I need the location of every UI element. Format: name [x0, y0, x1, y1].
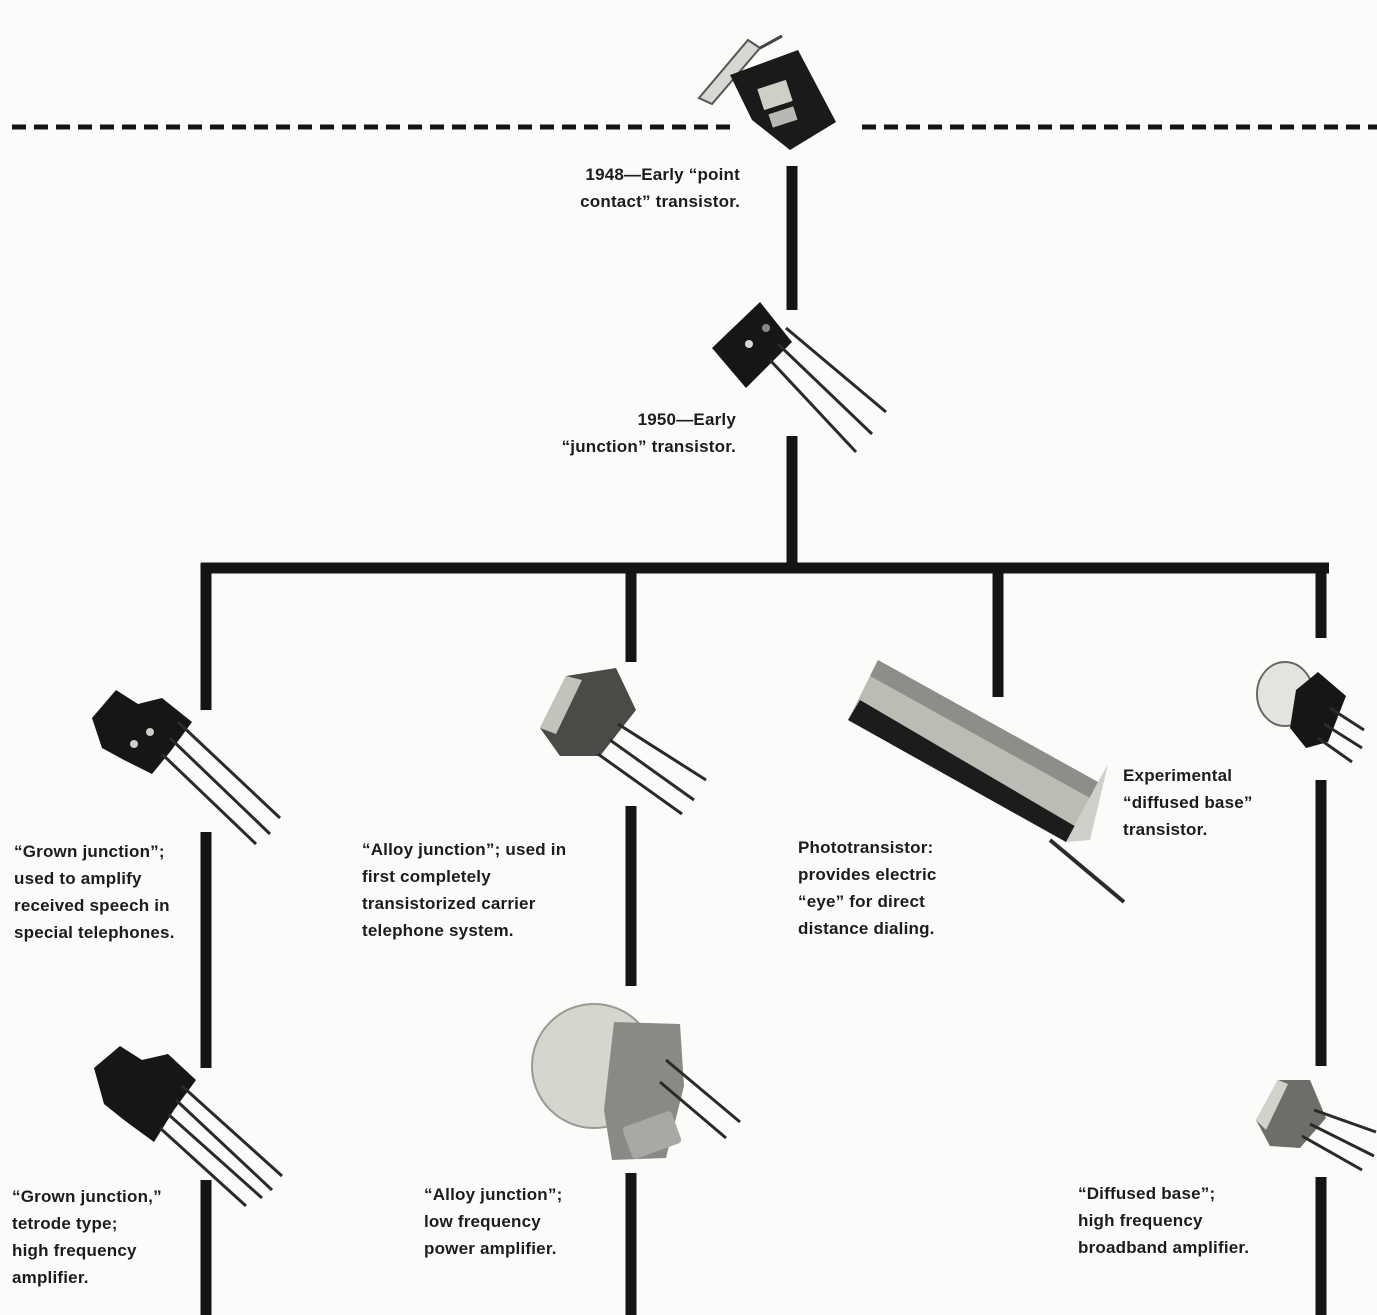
junction-transistor-icon	[712, 302, 887, 454]
grown-junction-transistor-icon	[92, 690, 282, 846]
point-contact-transistor-icon	[697, 34, 836, 150]
caption-phototransistor: Phototransistor: provides electric “eye”…	[798, 838, 937, 938]
caption-alloy-junction-power: “Alloy junction”; low frequency power am…	[424, 1185, 563, 1258]
caption-early-junction: 1950—Early “junction” transistor.	[561, 410, 736, 456]
caption-alloy-junction: “Alloy junction”; used in first complete…	[362, 840, 567, 940]
tetrode-transistor-icon	[94, 1046, 284, 1208]
caption-point-contact: 1948—Early “point contact” transistor.	[580, 165, 740, 211]
caption-experimental-diffused: Experimental “diffused base” transistor.	[1123, 766, 1253, 839]
caption-diffused-base-broadband: “Diffused base”; high frequency broadban…	[1078, 1184, 1250, 1257]
power-transistor-icon	[531, 1003, 741, 1160]
caption-grown-junction-tetrode: “Grown junction,” tetrode type; high fre…	[12, 1187, 162, 1287]
phototransistor-icon	[848, 660, 1126, 904]
diffused-base-transistor-icon	[1256, 661, 1365, 764]
alloy-junction-transistor-icon	[540, 668, 707, 816]
broadband-transistor-icon	[1256, 1080, 1377, 1172]
caption-grown-junction: “Grown junction”; used to amplify receiv…	[14, 842, 175, 942]
